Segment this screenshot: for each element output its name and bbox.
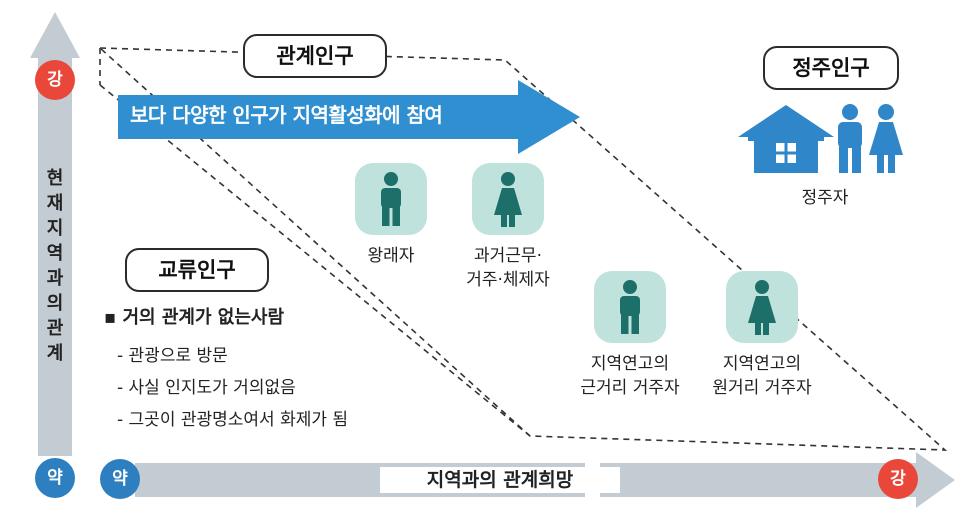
person-male-icon <box>620 280 640 334</box>
relation-population-title: 관계인구 <box>243 34 387 78</box>
past-worker-label-line1: 과거근무· <box>474 246 542 266</box>
y-axis-strong-marker: 강 <box>35 60 75 100</box>
y-axis-title: 현재지역과의관계 <box>46 168 64 364</box>
participation-arrow <box>118 80 580 154</box>
past-worker-label-line2: 거주·체제자 <box>466 270 550 290</box>
person-male-icon <box>838 104 862 173</box>
x-axis-strong-marker: 강 <box>878 459 918 499</box>
exchange-population-title: 교류인구 <box>125 248 269 292</box>
exchange-item: - 그곳이 관광명소여서 화제가 됨 <box>117 410 349 430</box>
exchange-item: - 사실 인지도가 거의없음 <box>117 378 296 398</box>
exchange-item: - 관광으로 방문 <box>117 346 228 366</box>
past-worker-tile <box>472 163 544 235</box>
x-axis-weak-marker: 약 <box>100 459 140 499</box>
y-axis-arrow <box>30 12 80 456</box>
commuter-label: 왕래자 <box>367 246 415 266</box>
settled-population-title: 정주인구 <box>763 46 899 90</box>
person-female-icon <box>869 104 903 173</box>
exchange-heading: ▪ 거의 관계가 없는사람 <box>104 307 285 328</box>
x-axis-title: 지역과의 관계희망 <box>380 467 620 493</box>
far-resident-label-line2: 원거리 거주자 <box>712 378 812 398</box>
house-icon <box>738 105 834 173</box>
near-resident-tile <box>594 271 666 343</box>
person-male-icon <box>381 172 401 226</box>
far-resident-label-line1: 지역연고의 <box>722 354 802 374</box>
participation-arrow-text: 보다 다양한 인구가 지역활성화에 참여 <box>130 103 443 127</box>
y-axis-weak-marker: 약 <box>35 458 75 498</box>
near-resident-label-line1: 지역연고의 <box>590 354 670 374</box>
person-female-icon <box>748 280 776 335</box>
near-resident-label-line2: 근거리 거주자 <box>580 378 680 398</box>
commuter-tile <box>355 163 427 235</box>
settled-resident-label: 정주자 <box>801 188 849 208</box>
relation-region-outline <box>97 47 948 451</box>
person-female-icon <box>494 172 522 227</box>
far-resident-tile <box>726 271 798 343</box>
